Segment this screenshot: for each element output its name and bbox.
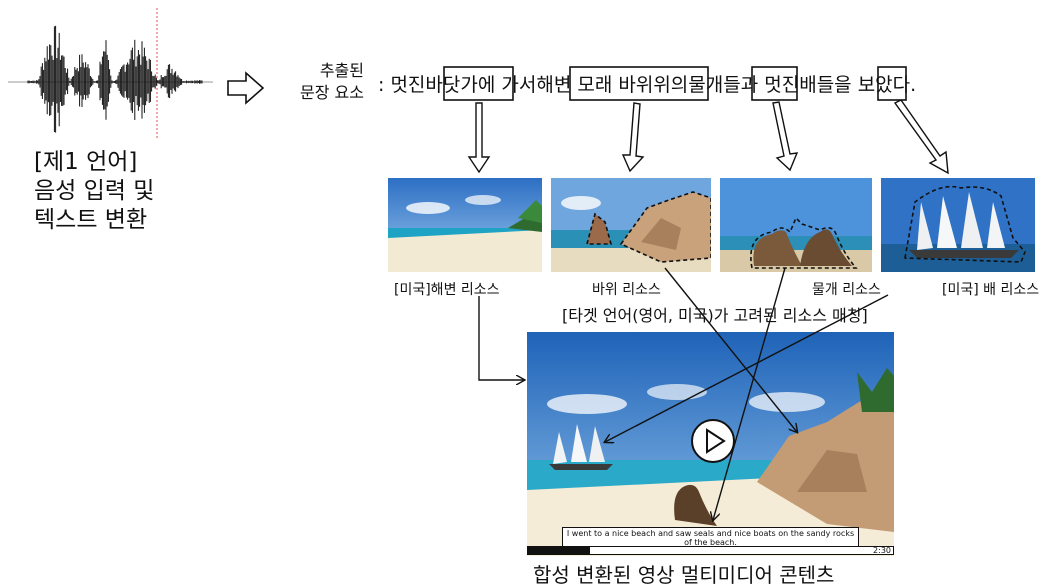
resource-thumb-seals [720,178,872,272]
resource-thumb-rocks [551,178,711,272]
extracted-label-line: 추출된 [319,61,364,80]
resource-thumb-beach [388,178,542,272]
input-caption-line: 텍스트 변환 [34,207,148,233]
output-caption: 합성 변환된 영상 멀티미디어 콘텐츠 [533,563,835,587]
sentence-text: 에 가서 [477,74,537,96]
sentence-keyword-beach: 바닷가 [425,74,478,96]
video-time: 2:30 [873,546,891,555]
sentence-text: 들을 보았다. [816,74,917,96]
extracted-label-line: 문장 요소 [300,83,364,102]
play-button[interactable] [690,418,736,464]
resource-label-beach: [미국]해변 리소스 [394,282,500,298]
hollow-right-arrow-icon [227,71,265,105]
audio-waveform [8,8,213,138]
extracted-label: 추출된 문장 요소 [278,60,364,104]
input-caption: [제1 언어] 음성 입력 및 텍스트 변환 [34,148,154,235]
connector-beach [478,296,524,380]
resource-label-rocks: 바위 리소스 [592,282,661,298]
input-caption-line: [제1 언어] [34,149,138,175]
sentence-text: 들과 멋진 [723,74,800,96]
play-icon [691,419,735,463]
video-progress-fill [528,547,591,554]
video-progress-bar[interactable]: 2:30 [527,546,894,555]
matching-label: [타겟 언어(영어, 미국)가 고려된 리소스 매칭] [560,302,870,326]
resource-label-ship: [미국] 배 리소스 [942,282,1040,298]
sentence-text: : 멋진 [378,74,426,96]
input-caption-line: 음성 입력 및 [34,178,155,204]
sentence-keyword-rocks: 해변 모래 바위 [536,74,654,96]
sentence-keyword-ship: 배 [799,74,817,96]
hollow-down-arrow-icon [893,99,949,175]
resource-label-seals: 물개 리소스 [812,282,881,298]
extracted-sentence: : 멋진 바닷가 에 가서 해변 모래 바위 위의 물개 들과 멋진 배 들을 … [378,70,1028,102]
sentence-keyword-seals: 물개 [688,74,724,96]
resource-thumb-ship [881,178,1035,272]
sentence-text: 위의 [653,74,689,96]
hollow-down-arrow-icon [467,102,491,174]
hollow-down-arrow-icon [772,101,799,172]
hollow-down-arrow-icon [621,102,645,173]
